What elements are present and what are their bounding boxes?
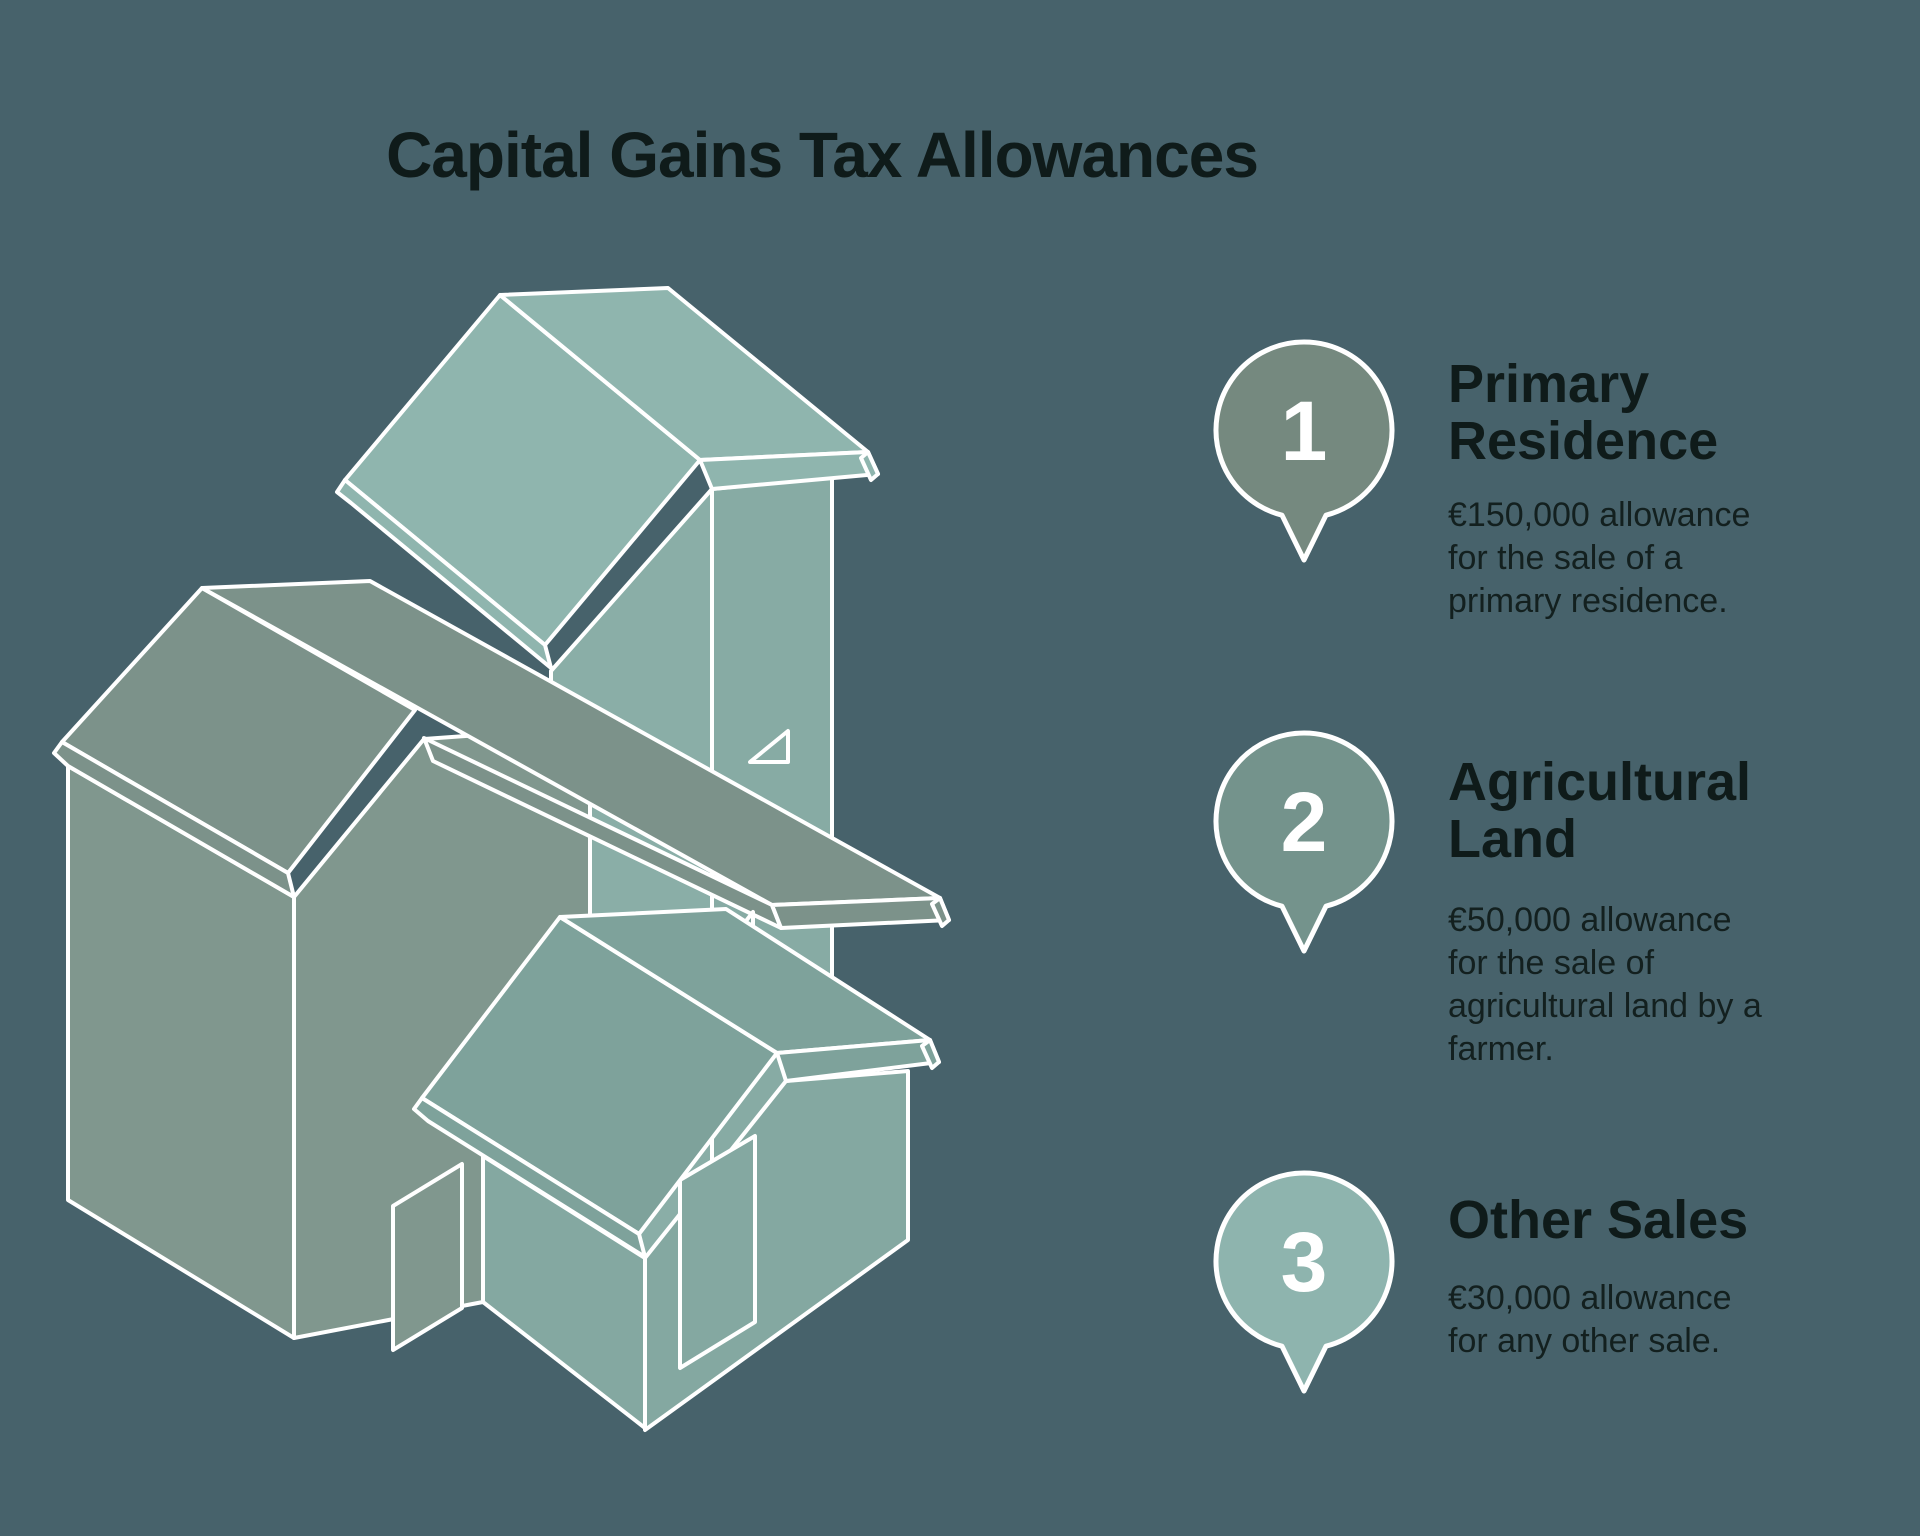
body-line: €30,000 allowance [1448, 1279, 1732, 1317]
heading-line: Other Sales [1448, 1190, 1749, 1250]
house-left-door [391, 1162, 464, 1352]
page-title: Capital Gains Tax Allowances [386, 119, 1259, 191]
body-line: for the sale of [1448, 944, 1655, 982]
heading-line: Primary [1448, 354, 1650, 414]
house-front [412, 907, 941, 1432]
house-front-door [678, 1134, 757, 1370]
house-front-roof-cap [920, 1038, 941, 1070]
house-left-roof-left-eave [52, 740, 296, 899]
item-1-heading: Primary Residence [1448, 356, 1908, 470]
body-line: for the sale of a [1448, 539, 1683, 577]
house-tall-gable-detail [748, 729, 790, 764]
body-line: agricultural land by a [1448, 987, 1762, 1025]
item-1-body: €150,000 allowance for the sale of a pri… [1448, 494, 1920, 623]
body-line: farmer. [1448, 1030, 1554, 1068]
item-2-number: 2 [1281, 775, 1328, 869]
house-tall-roof-cap [859, 450, 880, 482]
item-3-heading: Other Sales [1448, 1192, 1908, 1249]
item-2-body: €50,000 allowance for the sale of agricu… [1448, 899, 1920, 1071]
item-3-body: €30,000 allowance for any other sale. [1448, 1277, 1920, 1363]
item-3-marker-icon: 3 [1204, 1161, 1404, 1411]
house-left-roof-cap [930, 896, 951, 928]
item-2-marker-icon: 2 [1204, 721, 1404, 971]
house-left-roof-right-eave [770, 896, 951, 930]
house-front-roof-left-eave [412, 1096, 647, 1259]
body-line: for any other sale. [1448, 1322, 1721, 1360]
item-3-number: 3 [1281, 1215, 1328, 1309]
house-tall-roof-right-eave [698, 450, 880, 491]
heading-line: Residence [1448, 411, 1719, 471]
item-1-marker-icon: 1 [1204, 330, 1404, 580]
body-line: €50,000 allowance [1448, 901, 1732, 939]
house-left [52, 579, 951, 1352]
body-line: €150,000 allowance [1448, 496, 1751, 534]
heading-line: Land [1448, 809, 1577, 869]
house-tall-roof-left-eave [335, 478, 553, 670]
body-line: primary residence. [1448, 582, 1728, 620]
heading-line: Agricultural [1448, 752, 1752, 812]
item-2-heading: Agricultural Land [1448, 754, 1908, 868]
item-1-number: 1 [1281, 384, 1328, 478]
